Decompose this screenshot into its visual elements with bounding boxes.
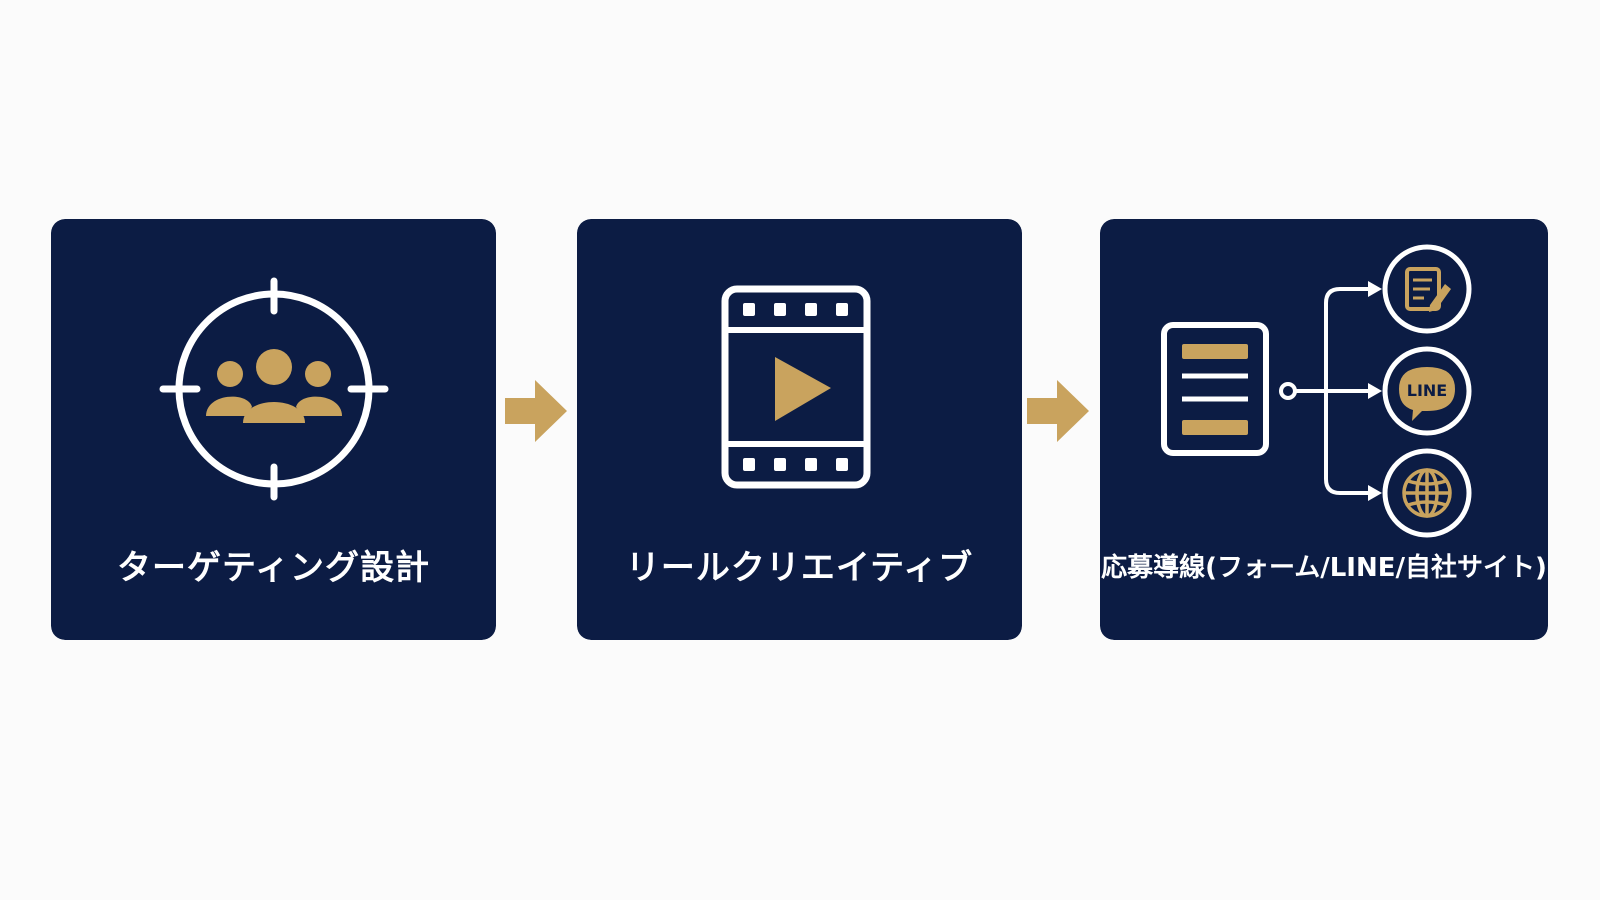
target-audience-icon — [159, 277, 389, 501]
step-label-reel-creative: リールクリエイティブ — [625, 548, 974, 588]
branching-funnel-icon — [1161, 244, 1472, 538]
globe-icon — [1402, 468, 1452, 518]
card-background — [577, 219, 1022, 640]
step-label-targeting: ターゲティング設計 — [117, 548, 430, 588]
line-label: LINE — [1407, 381, 1447, 400]
right-arrow-icon — [505, 380, 567, 442]
film-play-icon — [721, 285, 871, 489]
step-card-application-funnel: LINE 応募導線(フォーム/LINE/自社サイト) — [1100, 219, 1548, 640]
form-pen-icon — [1405, 267, 1451, 312]
step-card-targeting: ターゲティング設計 — [51, 219, 496, 640]
right-arrow-icon — [1027, 380, 1089, 442]
step-label-application-funnel: 応募導線(フォーム/LINE/自社サイト) — [1101, 553, 1547, 583]
step-card-reel-creative: リールクリエイティブ — [577, 219, 1022, 640]
card-background — [51, 219, 496, 640]
line-chat-icon: LINE — [1399, 367, 1455, 421]
